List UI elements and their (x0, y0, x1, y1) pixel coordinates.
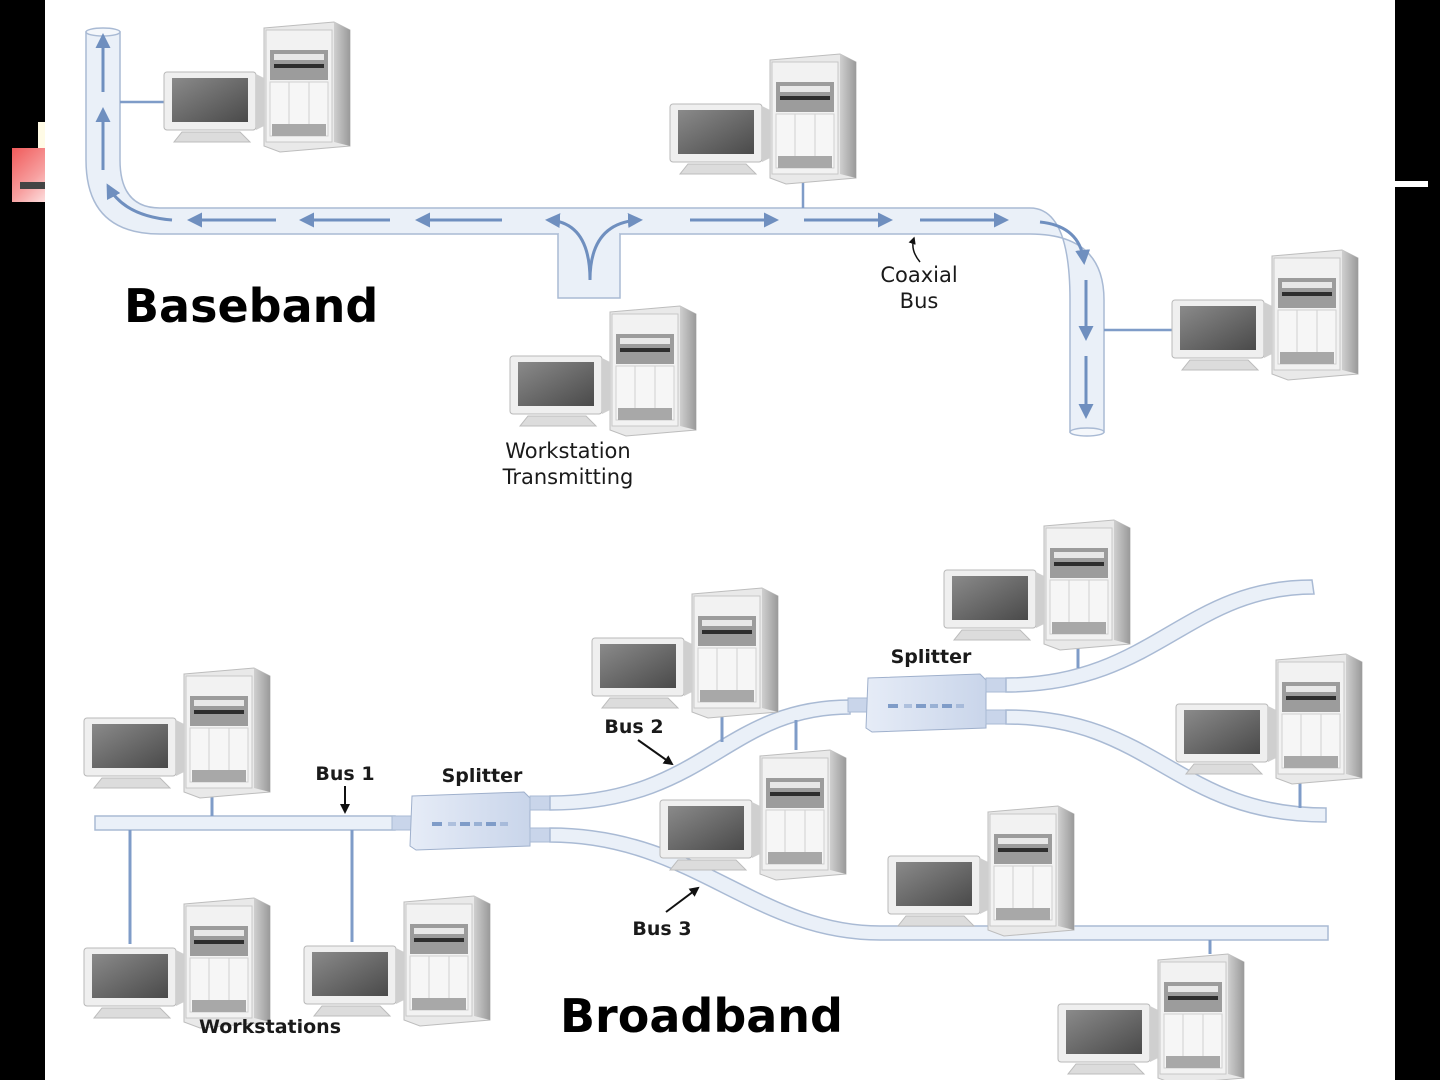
splitter-1-input-port (391, 815, 413, 831)
broadband-section: Bus 1 Splitter Splitter Bus 2 Bus 3 Work… (83, 519, 1363, 1080)
slide-artifact-dash-left (20, 182, 46, 189)
bus-end-cap-bottom (1069, 427, 1105, 437)
coaxial-pointer-arrow (908, 236, 921, 263)
workstation-icon (1057, 953, 1245, 1080)
slide-artifact-dash-right (1394, 181, 1428, 187)
transmitter-label-line2: Transmitting (502, 465, 634, 489)
bus-2a-cable (1005, 579, 1315, 693)
baseband-section: Baseband Coaxial Bus Workstation Transmi… (85, 21, 1359, 489)
bus-3-label: Bus 3 (632, 918, 691, 940)
broadband-heading: Broadband (560, 989, 843, 1043)
transmitter-label-line1: Workstation (505, 439, 630, 463)
arrow-curve-down (1039, 220, 1091, 265)
workstation-icon (1171, 249, 1359, 381)
coaxial-label-line1: Coaxial (880, 263, 957, 287)
arrow-split-right (588, 212, 643, 281)
workstation-icon (1175, 653, 1363, 785)
splitter-1 (409, 791, 551, 851)
bus-1-cable (94, 815, 396, 831)
splitter-2-input-port (847, 697, 869, 713)
workstation-icon (83, 667, 271, 799)
signal-arrows (95, 33, 1094, 419)
workstation-icon (669, 53, 857, 185)
splitter-2 (865, 673, 1007, 733)
workstation-icon (887, 805, 1075, 937)
bus-2b-cable (1005, 709, 1327, 823)
bus-1-label: Bus 1 (315, 763, 374, 785)
slide-artifact-red-box (12, 148, 46, 202)
diagram-panel (45, 0, 1395, 1080)
workstation-icon (163, 21, 351, 153)
workstation-icon (591, 587, 779, 719)
splitter-2-label: Splitter (891, 646, 972, 668)
bus-2-pointer-arrow (637, 739, 674, 766)
workstation-icon (943, 519, 1131, 651)
bus-2-label: Bus 2 (604, 716, 663, 738)
baseband-heading: Baseband (124, 279, 378, 333)
bus-3-pointer-arrow (665, 886, 700, 913)
arrow-curve-up (106, 183, 173, 222)
workstations-label: Workstations (199, 1016, 341, 1038)
splitter-1-label: Splitter (442, 765, 523, 787)
coaxial-label-line2: Bus (900, 289, 939, 313)
workstation-icon (83, 897, 271, 1029)
slide-artifact-cream (38, 122, 46, 148)
workstation-transmitting-icon (509, 305, 697, 437)
bus-end-cap-top (85, 27, 121, 37)
workstation-icon (303, 895, 491, 1027)
bus-2-cable (549, 699, 851, 811)
